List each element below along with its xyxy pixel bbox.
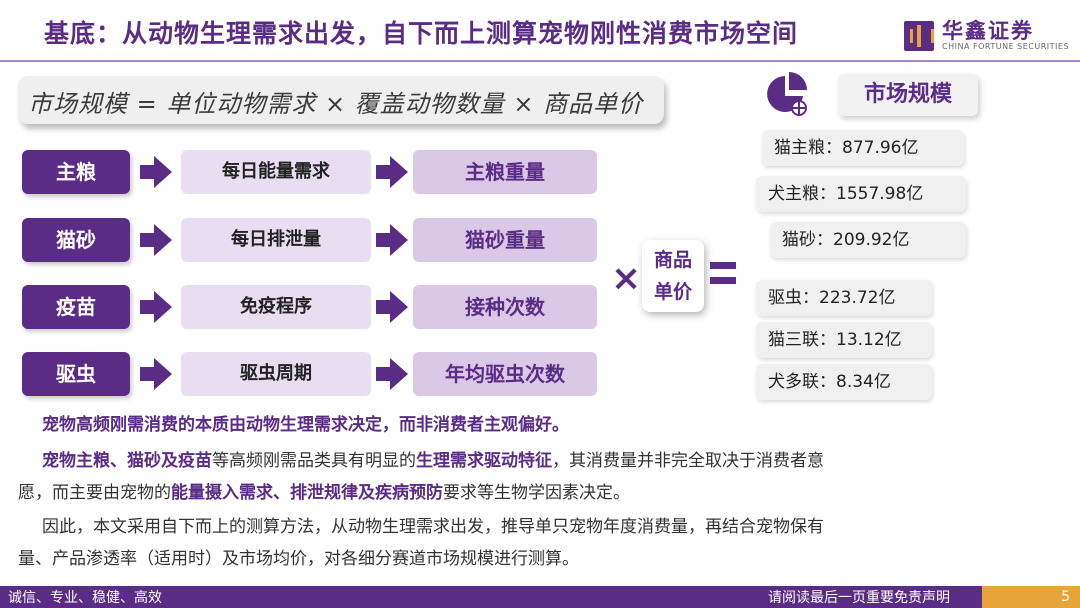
highlight-text: 生理需求驱动特征 — [416, 451, 552, 471]
row-measure-staple-food: 主粮重量 — [413, 150, 597, 194]
market-value-cat-vaccine: 猫三联：13.12亿 — [756, 322, 932, 358]
row-measure-cat-litter: 猫砂重量 — [413, 218, 597, 262]
highlight-text: 能量摄入需求、排泄规律及疾病预防 — [171, 483, 443, 503]
unit-price-line2: 单价 — [653, 281, 692, 303]
highlight-text: 宠物主粮、猫砂及疫苗 — [42, 451, 212, 471]
body-text: 愿，而主要由宠物的 — [18, 483, 171, 503]
row-need-deworming: 驱虫周期 — [181, 352, 371, 396]
row-need-staple-food: 每日能量需求 — [181, 150, 371, 194]
arrow-right-icon — [376, 291, 408, 323]
page-title: 基底：从动物生理需求出发，自下而上测算宠物刚性消费市场空间 — [44, 19, 799, 48]
market-value-dog-food: 犬主粮：1557.98亿 — [756, 176, 966, 212]
row-label-staple-food: 主粮 — [22, 150, 130, 194]
arrow-right-icon — [376, 156, 408, 188]
market-value-dog-vaccine: 犬多联：8.34亿 — [756, 364, 932, 400]
title-divider — [0, 60, 1080, 62]
market-value-cat-litter: 猫砂：209.92亿 — [770, 222, 966, 258]
body-paragraph-2-cont: 愿，而主要由宠物的能量摄入需求、排泄规律及疾病预防要求等生物学因素决定。 — [18, 478, 1018, 508]
footer-disclaimer: 请阅读最后一页重要免责声明 — [768, 590, 950, 606]
arrow-right-icon — [140, 224, 172, 256]
row-measure-deworming: 年均驱虫次数 — [413, 352, 597, 396]
arrow-right-icon — [376, 358, 408, 390]
body-text: ，其消费量并非完全取决于消费者意 — [552, 451, 824, 471]
body-paragraph-3: 因此，本文采用自下而上的测算方法，从动物生理需求出发，推导单只宠物年度消费量，再… — [42, 517, 824, 537]
pie-chart-icon — [767, 72, 807, 116]
arrow-right-icon — [140, 156, 172, 188]
logo-mark-icon — [904, 20, 934, 51]
company-logo: 华鑫证券 CHINA FORTUNE SECURITIES — [904, 20, 1069, 51]
formula-banner: 市场规模 = 单位动物需求 × 覆盖动物数量 × 商品单价 — [18, 76, 664, 124]
row-need-vaccine: 免疫程序 — [181, 285, 371, 329]
row-measure-vaccine: 接种次数 — [413, 285, 597, 329]
logo-name-en: CHINA FORTUNE SECURITIES — [942, 42, 1070, 51]
equals-sign-icon — [710, 262, 736, 286]
row-need-cat-litter: 每日排泄量 — [181, 218, 371, 262]
footer-bar: 诚信、专业、稳健、高效 请阅读最后一页重要免责声明 5 — [0, 586, 1080, 608]
arrow-right-icon — [140, 358, 172, 390]
market-size-title: 市场规模 — [838, 74, 978, 116]
footer-slogan: 诚信、专业、稳健、高效 — [8, 590, 162, 606]
body-paragraph-1: 宠物高频刚需消费的本质由动物生理需求决定，而非消费者主观偏好。 — [42, 410, 1042, 440]
arrow-right-icon — [140, 291, 172, 323]
unit-price-box: 商品 单价 — [642, 240, 704, 312]
row-label-deworming: 驱虫 — [22, 352, 130, 396]
row-label-vaccine: 疫苗 — [22, 285, 130, 329]
logo-name-cn: 华鑫证券 — [942, 19, 1034, 43]
body-paragraph-2: 宠物主粮、猫砂及疫苗等高频刚需品类具有明显的生理需求驱动特征，其消费量并非完全取… — [42, 446, 1042, 476]
unit-price-line1: 商品 — [653, 249, 692, 271]
body-text: 要求等生物学因素决定。 — [443, 483, 630, 503]
body-paragraph-3-cont: 量、产品渗透率（适用时）及市场均价，对各细分赛道市场规模进行测算。 — [18, 549, 579, 569]
multiply-sign: × — [611, 258, 642, 299]
body-p1-text: 宠物高频刚需消费的本质由动物生理需求决定，而非消费者主观偏好。 — [42, 415, 569, 435]
page-number: 5 — [982, 586, 1080, 608]
body-text: 等高频刚需品类具有明显的 — [212, 451, 416, 471]
arrow-right-icon — [376, 224, 408, 256]
market-value-cat-food: 猫主粮：877.96亿 — [762, 130, 964, 166]
market-value-deworming: 驱虫：223.72亿 — [756, 280, 932, 316]
row-label-cat-litter: 猫砂 — [22, 218, 130, 262]
